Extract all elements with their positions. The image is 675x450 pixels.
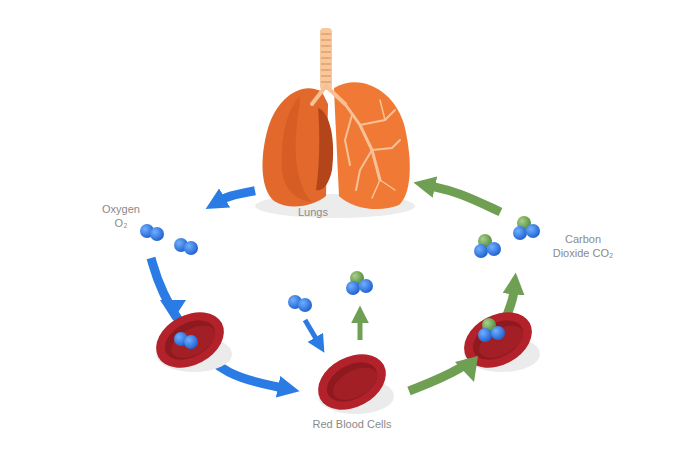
trachea-ring [321, 57, 331, 59]
flow-arrow [409, 290, 514, 391]
red-blood-cell [454, 301, 541, 379]
trachea-ring [321, 75, 331, 77]
flow-arrow [221, 191, 255, 200]
labelled-figure: Red Blood Cells [298, 345, 409, 437]
lung-right [334, 82, 410, 209]
figure-label: Lungs [283, 205, 343, 219]
labelled-figure: Oxygen O₂ [95, 200, 207, 258]
trachea-ring [321, 81, 331, 83]
flow-arrow [431, 186, 501, 212]
trachea-ring [321, 69, 331, 71]
lung-left [262, 88, 328, 206]
bronchi [312, 86, 400, 198]
heart-shade [316, 108, 333, 190]
co2-out-arrow [358, 318, 363, 340]
shadow [255, 194, 415, 218]
red-blood-cell [308, 343, 395, 421]
figure-label: Carbon Dioxide CO₂ [548, 232, 618, 260]
arrow-head [160, 300, 186, 320]
figure-label: Oxygen O₂ [95, 202, 147, 230]
trachea-ring [321, 33, 331, 35]
trachea-ring [321, 63, 331, 65]
co2-molecule [478, 318, 505, 342]
arrow-head [455, 356, 478, 382]
oxygen-molecule [140, 224, 164, 241]
trachea-ring [321, 39, 331, 41]
oxygen-molecule [288, 295, 312, 312]
figure-label: Red Blood Cells [298, 417, 406, 431]
co2-molecule [513, 216, 540, 240]
oxygen-in-arrow [305, 320, 318, 342]
co2-molecule [474, 234, 501, 258]
lung-left-shade [282, 96, 312, 202]
labelled-figure: Lungs [255, 30, 415, 226]
co2-molecule [346, 271, 373, 295]
flow-arrow [151, 258, 282, 388]
trachea-ring [321, 45, 331, 47]
labelled-figure: Carbon Dioxide CO₂ [470, 212, 622, 274]
trachea-ring [321, 51, 331, 53]
oxygen-molecule [174, 238, 198, 255]
red-blood-cell [146, 301, 233, 379]
trachea [320, 28, 332, 90]
oxygen-molecule [174, 332, 198, 349]
